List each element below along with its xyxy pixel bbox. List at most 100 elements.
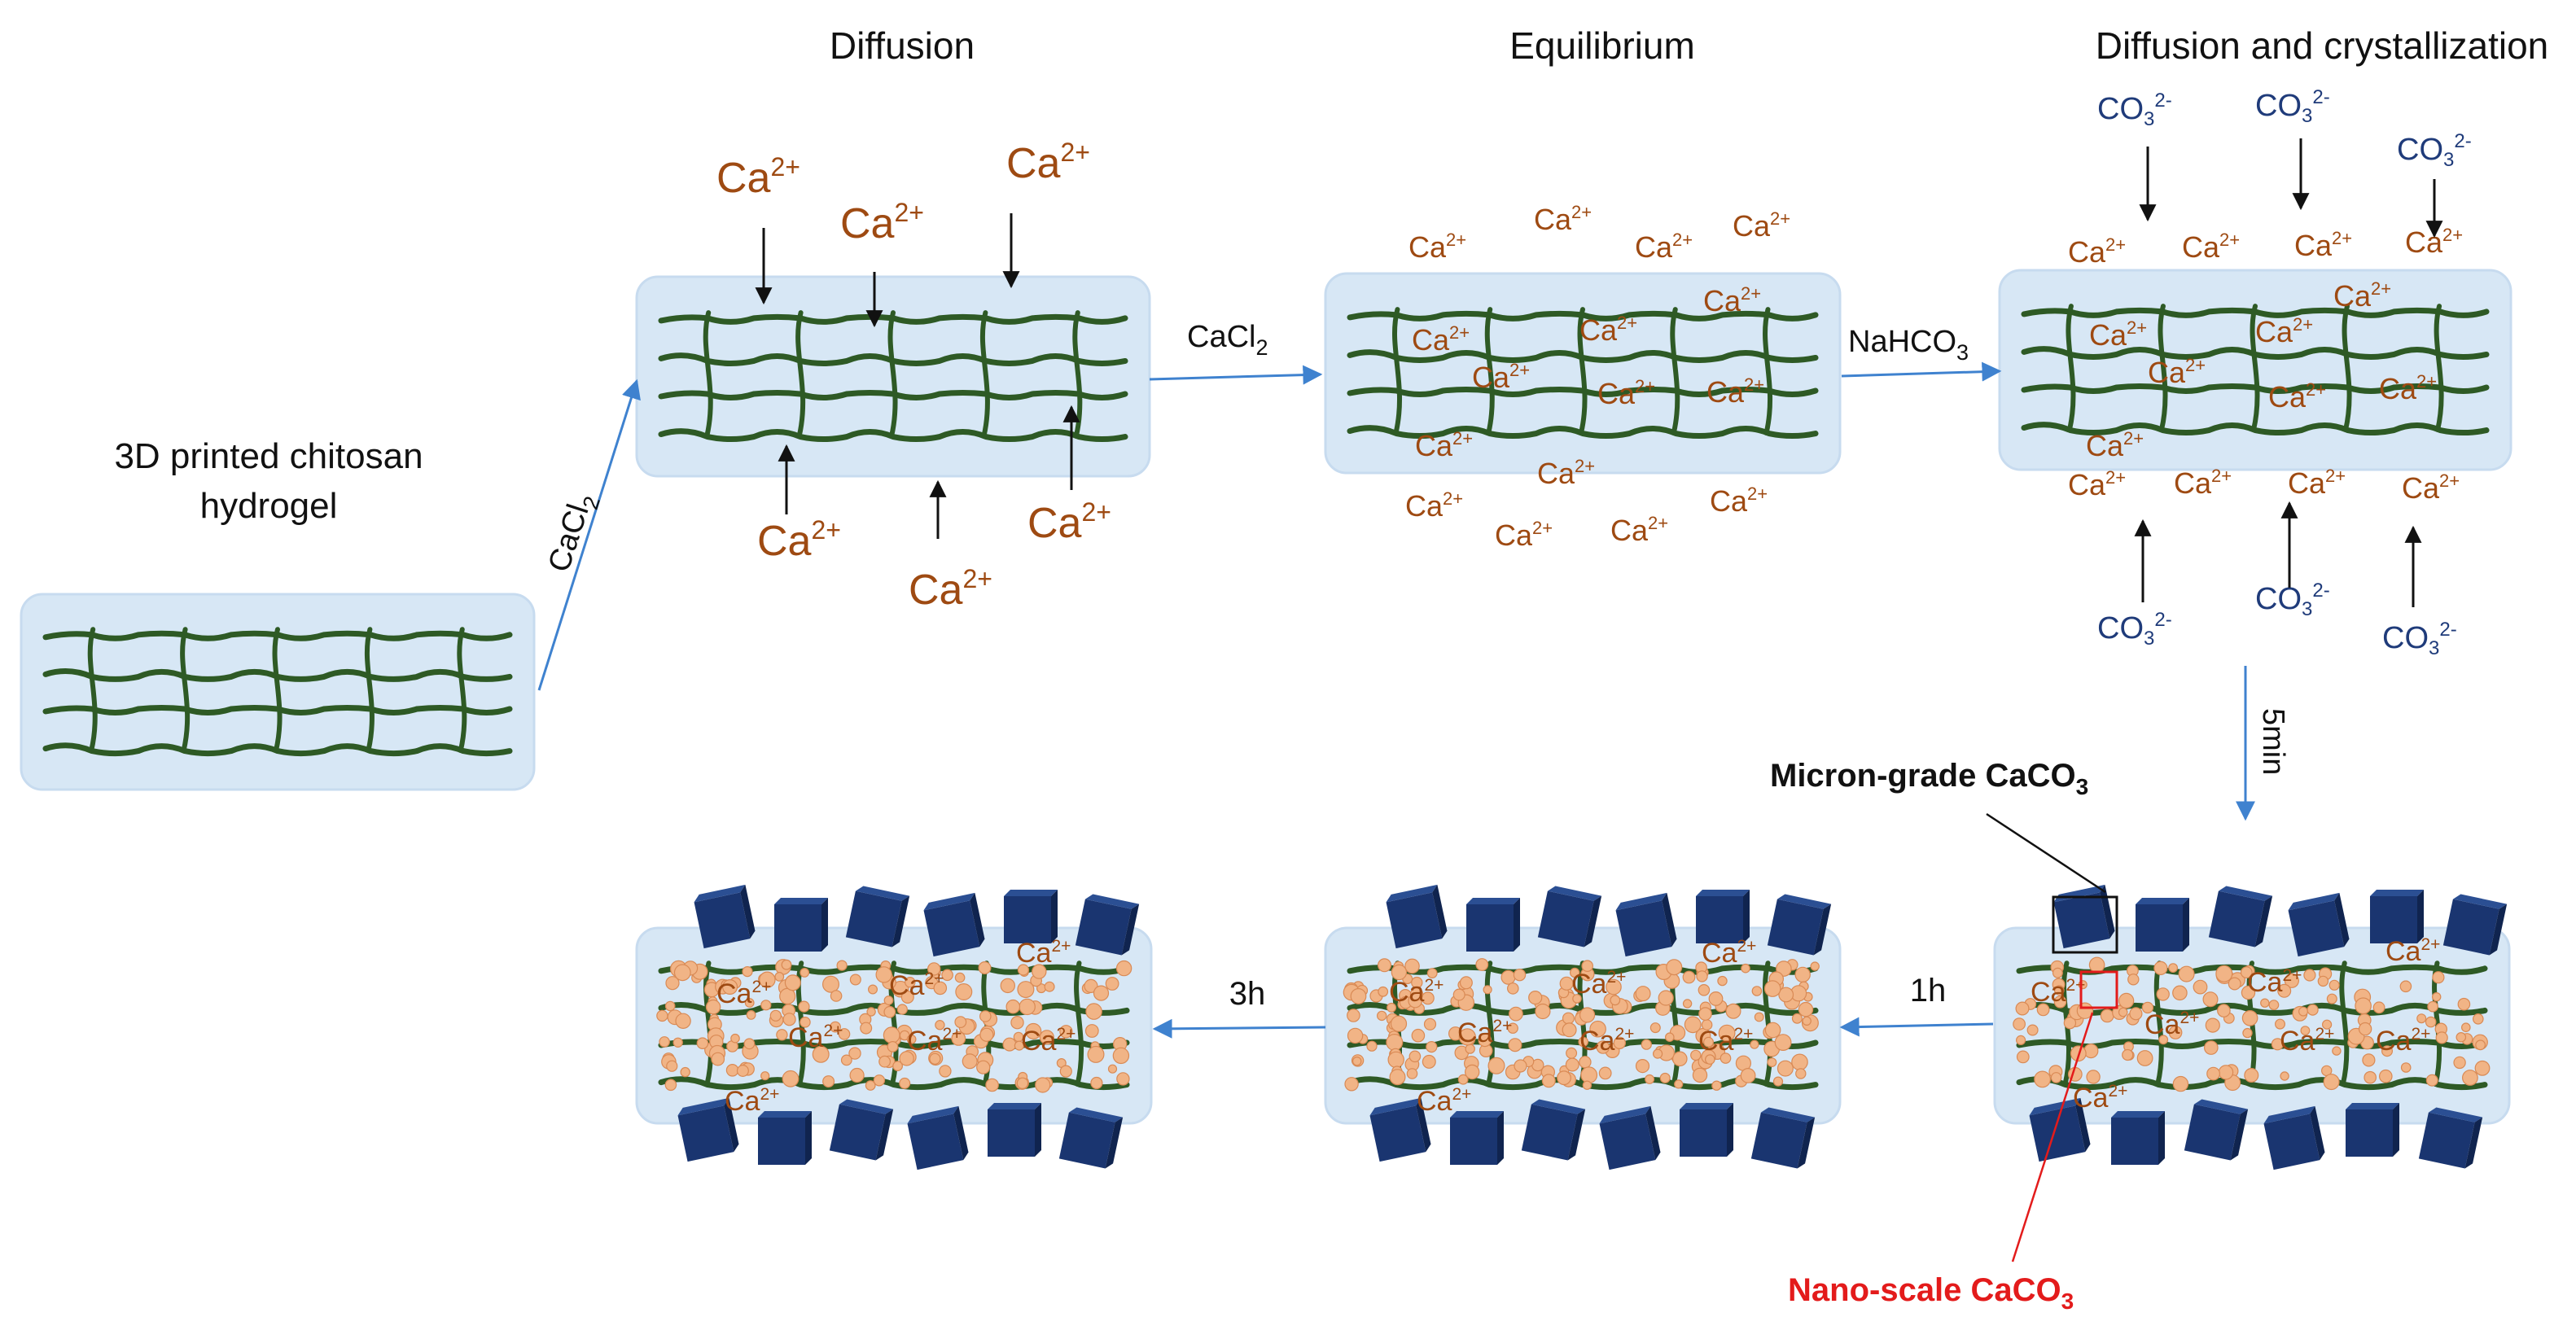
chitosan-crosslink <box>2342 304 2352 432</box>
nano-particle <box>954 1016 967 1028</box>
nano-particle <box>887 1040 899 1052</box>
nano-particle <box>1690 1049 1702 1061</box>
nano-particle <box>2280 1071 2289 1081</box>
nano-particle <box>1674 1079 1684 1089</box>
calcium-ion-label: Ca2+ <box>907 1025 962 1057</box>
nano-particle <box>1578 1036 1588 1048</box>
nano-particle <box>1059 1025 1073 1039</box>
nano-particle <box>1059 1065 1072 1078</box>
nano-particle <box>1411 1028 1426 1043</box>
nano-particle <box>2168 1026 2183 1039</box>
chitosan-crosslink <box>1670 307 1680 435</box>
calcium-ion-label: Ca2+ <box>1706 374 1764 409</box>
nano-particle <box>664 1000 676 1012</box>
nano-particle <box>929 1052 941 1065</box>
nano-particle <box>2215 965 2233 982</box>
calcium-ion-label: Ca2+ <box>2086 428 2144 462</box>
nano-particle <box>2218 1065 2234 1080</box>
start-label-line1: 3D printed chitosan <box>114 436 423 476</box>
nano-particle <box>1672 1051 1688 1067</box>
calcium-ion-label: Ca2+ <box>1698 1025 1753 1057</box>
nano-particle <box>696 1037 709 1049</box>
nano-particle <box>1717 975 1728 987</box>
ion-diffusion-arrows <box>755 138 2443 607</box>
hydrogel-block-start <box>20 593 536 791</box>
micron-caco3-crystal <box>1680 1103 1733 1157</box>
nano-particle <box>2461 1070 2478 1086</box>
calcium-ion-label: Ca2+ <box>2376 1025 2430 1057</box>
nano-particle <box>2168 963 2179 973</box>
nano-particle <box>2307 1004 2319 1016</box>
calcium-ion-label: Ca2+ <box>2068 234 2126 269</box>
calcium-ion-label: Ca2+ <box>1405 488 1463 523</box>
reagent-label-step3: NaHCO3 <box>1848 325 1969 365</box>
time-label-1h: 1h <box>1910 973 1947 1009</box>
micron-crystal-row <box>1386 884 1832 957</box>
nano-particle <box>2034 1070 2052 1088</box>
nano-particle <box>976 1060 991 1074</box>
chitosan-network <box>2016 960 2488 1091</box>
nano-particle <box>2118 992 2135 1009</box>
nano-particle <box>1408 1050 1422 1063</box>
nano-particle <box>840 1054 852 1066</box>
nano-particle <box>1705 1054 1715 1065</box>
micron-caco3-crystal <box>1750 1107 1816 1169</box>
nano-particle <box>1810 961 1820 971</box>
nano-particle <box>2379 1069 2393 1083</box>
nano-particle <box>659 1036 670 1048</box>
nano-particle <box>2473 1013 2484 1025</box>
nano-particle <box>1014 1040 1025 1051</box>
nano-particle <box>2136 1050 2153 1066</box>
nano-particle <box>933 981 948 995</box>
carbonate-ion-label: CO32- <box>2255 86 2330 127</box>
nano-callout-line <box>2011 1012 2094 1262</box>
nano-particle <box>781 959 792 970</box>
calcium-ion-label: Ca2+ <box>1610 513 1668 547</box>
nano-particle <box>979 1010 992 1022</box>
calcium-ion-label: Ca2+ <box>757 515 841 565</box>
chitosan-crosslink <box>1074 960 1084 1087</box>
nano-particle <box>1387 1051 1404 1069</box>
time-label-3h: 3h <box>1229 976 1266 1012</box>
nano-particle <box>2156 987 2170 1001</box>
nano-particle <box>2427 1000 2438 1013</box>
nano-particle <box>2475 1039 2486 1051</box>
nano-particle <box>1090 1076 1103 1090</box>
nano-particle <box>1798 1001 1814 1017</box>
carbonate-ion-label: CO32- <box>2097 90 2172 130</box>
nano-caco3-label: Nano-scale CaCO3 <box>1788 1272 2074 1314</box>
calcium-ion-label: Ca2+ <box>2288 466 2346 500</box>
nano-particle <box>1606 978 1622 995</box>
chitosan-crosslink <box>180 627 191 753</box>
nano-particle <box>759 971 776 988</box>
chitosan-network <box>1347 307 1819 440</box>
nano-particle <box>1794 966 1811 983</box>
chitosan-network <box>658 310 1128 443</box>
micron-caco3-crystal <box>2029 1097 2091 1162</box>
reagent-label-step1: CaCl2 <box>542 488 605 578</box>
calcium-ion-label: Ca2+ <box>1472 360 1530 394</box>
micron-caco3-crystal <box>2263 1105 2325 1171</box>
calcium-ion-label: Ca2+ <box>1635 230 1693 264</box>
calcium-ion-label: Ca2+ <box>1415 428 1473 462</box>
callout-boxes <box>2052 895 2118 1009</box>
calcium-ion-label: Ca2+ <box>2144 1009 2199 1040</box>
calcium-ion-label: Ca2+ <box>1016 937 1071 969</box>
nano-particle <box>1107 1064 1118 1074</box>
calcium-ion-label: Ca2+ <box>1579 313 1637 347</box>
nano-particle <box>849 1067 865 1083</box>
nano-particle <box>2241 985 2256 1000</box>
nano-particle <box>1698 1007 1712 1021</box>
nano-particle <box>1682 970 1696 984</box>
nano-particle <box>2036 1003 2050 1017</box>
nano-particle <box>900 990 914 1004</box>
nano-particle <box>2328 979 2340 991</box>
nano-particle <box>2474 1060 2491 1076</box>
nano-particle <box>830 990 843 1002</box>
calcium-ion-label: Ca2+ <box>2268 379 2326 414</box>
calcium-ion-label: Ca2+ <box>725 1085 779 1117</box>
nano-particle <box>1035 1077 1051 1093</box>
nano-particle <box>1802 1016 1812 1026</box>
nano-particle <box>2172 1075 2189 1092</box>
nano-particle <box>2284 973 2299 988</box>
